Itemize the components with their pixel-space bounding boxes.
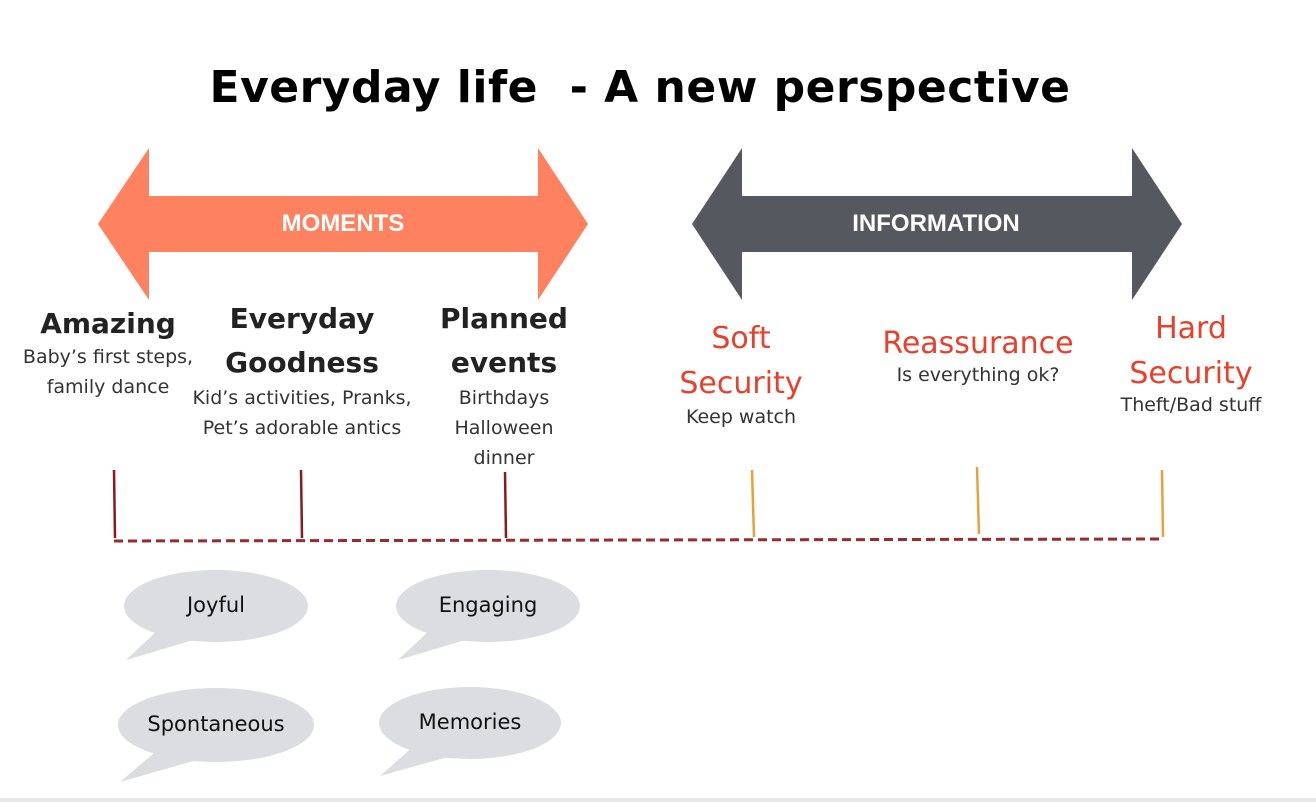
category-planned-events: Planned events Birthdays Halloween dinne… [414,297,594,473]
page-title: Everyday life - A new perspective [209,62,1071,113]
category-detail: Kid’s activities, Pranks, [192,387,412,409]
category-title: Everyday [229,302,375,335]
category-title: Security [1129,356,1253,391]
timeline-dashed-line [113,537,1165,543]
category-title: Goodness [225,346,379,379]
category-title: Reassurance [882,326,1074,361]
information-label: INFORMATION [852,210,1020,237]
category-detail: Baby’s first steps, [22,346,194,368]
category-detail: Keep watch [685,406,797,428]
tick-amazing [112,469,117,539]
bubble-engaging-label: Engaging [438,593,538,617]
tick-everyday-goodness [299,469,304,539]
category-detail: Pet’s adorable antics [202,417,402,439]
category-title: Planned [440,302,568,335]
bubble-memories-label: Memories [418,710,522,734]
category-detail: dinner [473,447,535,469]
category-hard-security: Hard Security Theft/Bad stuff [1096,306,1286,420]
category-detail: Theft/Bad stuff [1120,394,1262,416]
bottom-border [0,798,1316,802]
category-soft-security: Soft Security Keep watch [656,316,826,432]
bubble-joyful [124,570,308,660]
tick-planned-events [503,471,508,539]
category-title: Amazing [40,307,176,340]
category-detail: Birthdays [458,387,550,409]
category-amazing: Amazing Baby’s first steps, family dance [6,302,210,402]
bubble-engaging [396,570,580,660]
bubble-spontaneous-label: Spontaneous [147,712,285,736]
information-arrow [692,148,1182,300]
category-everyday-goodness: Everyday Goodness Kid’s activities, Pran… [186,297,418,443]
category-title: Security [679,366,803,401]
category-detail: family dance [46,376,170,398]
category-detail: Is everything ok? [896,364,1060,386]
tick-reassurance [975,466,981,535]
tick-soft-security [750,469,756,538]
moments-label: MOMENTS [281,210,405,237]
category-title: Soft [711,321,771,356]
moments-arrow [98,148,588,300]
category-title: events [450,346,558,379]
bubble-spontaneous [118,688,314,782]
tick-hard-security [1160,469,1165,538]
bubble-memories [379,687,561,776]
category-title: Hard [1155,311,1227,346]
category-reassurance: Reassurance Is everything ok? [868,321,1088,390]
bubble-joyful-label: Joyful [186,593,245,617]
category-detail: Halloween [454,417,554,439]
